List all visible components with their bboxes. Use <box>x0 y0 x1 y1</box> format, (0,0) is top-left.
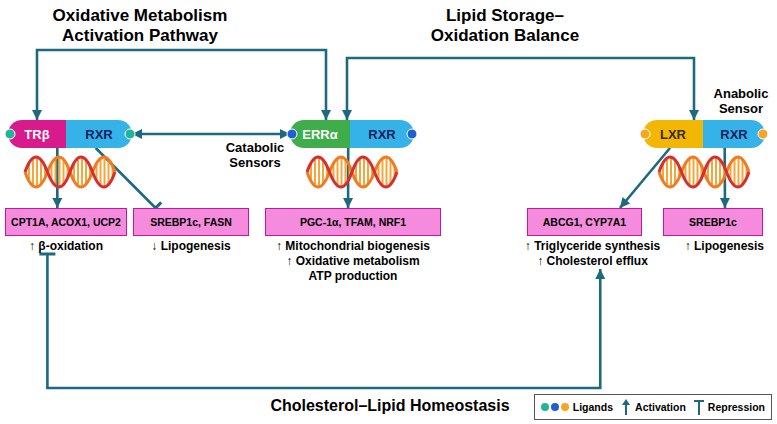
legend-box: Ligands Activation Repression <box>534 394 772 420</box>
gene-box: SREBP1c <box>663 208 763 236</box>
legend-arrow <box>621 399 631 415</box>
receptor-name: RXR <box>85 127 112 142</box>
gene-names: PGC-1α, TFAM, NRF1 <box>300 216 406 228</box>
dna-helix <box>659 157 749 187</box>
partner-pill: RXR <box>703 120 765 148</box>
receptor-name: RXR <box>368 127 395 142</box>
effect-text: ↑ Mitochondrial biogenesis <box>258 239 448 254</box>
effect-text: ↑ Cholesterol efflux <box>515 254 670 269</box>
receptor-pill: ERRα <box>290 120 350 148</box>
connector-line <box>56 148 59 208</box>
gene-names: SREBP1c <box>689 216 737 228</box>
ligand-dot <box>551 403 559 411</box>
connector-line <box>347 58 694 120</box>
arrow-head <box>32 110 42 120</box>
effect-text: ↑ β-oxidation <box>4 239 128 254</box>
ligand-dot <box>561 403 569 411</box>
arrow-head <box>132 129 142 139</box>
effect-text: ↑ Oxidative metabolism <box>258 254 448 269</box>
connector <box>343 148 353 208</box>
connector-line <box>132 133 290 136</box>
legend-text: Activation <box>635 401 686 413</box>
gene-names: CPT1A, ACOX1, UCP2 <box>11 216 121 228</box>
arrow-head <box>343 198 353 208</box>
connector <box>39 254 605 388</box>
connector-line <box>47 254 600 388</box>
gene-box: ABCG1, CYP7A1 <box>527 208 642 236</box>
effect-text: ↑ Lipogenesis <box>660 239 766 254</box>
edge-label: Catabolic Sensors <box>220 140 290 170</box>
receptor-name: TRβ <box>24 127 49 142</box>
arrow-head <box>52 198 62 208</box>
connector-line <box>347 148 350 208</box>
receptor-name: RXR <box>720 127 747 142</box>
gene-node: ABCG1, CYP7A1 ↑ Triglyceride synthesis↑ C… <box>515 208 670 269</box>
gene-box: PGC-1α, TFAM, NRF1 <box>265 208 441 236</box>
sensor-label: Anabolic Sensor <box>708 86 774 116</box>
legend-dots <box>541 402 569 412</box>
legend-text: Ligands <box>573 401 613 413</box>
dna-helix <box>25 157 115 187</box>
arrow-head <box>689 110 699 120</box>
bar-cap <box>694 400 704 402</box>
connector <box>32 50 331 120</box>
gene-node: SREBP1c, FASN ↓ Lipogenesis <box>132 208 250 254</box>
partner-pill: RXR <box>66 120 132 148</box>
gene-node: CPT1A, ACOX1, UCP2 ↑ β-oxidation <box>4 208 128 254</box>
connector <box>620 148 670 208</box>
connector <box>96 148 162 214</box>
edge-label: Oxidative Metabolism Activation Pathway <box>15 6 265 46</box>
gene-box: CPT1A, ACOX1, UCP2 <box>5 208 127 236</box>
bar-shaft <box>698 401 700 415</box>
arrow-shaft <box>625 404 627 415</box>
gene-names: SREBP1c, FASN <box>150 216 232 228</box>
connector-line <box>96 148 156 208</box>
arrow-head <box>342 110 352 120</box>
connector <box>720 148 730 208</box>
legend-bar <box>694 399 704 415</box>
gene-node: SREBP1c ↑ Lipogenesis <box>660 208 766 254</box>
dna-helix <box>307 157 397 187</box>
arrow-head <box>595 269 605 279</box>
arrow-head <box>280 129 290 139</box>
arrow-head <box>620 197 630 208</box>
edge-label: Lipid Storage–Oxidation Balance <box>420 6 590 46</box>
legend-text: Repression <box>708 401 765 413</box>
effect-text: ↑ Triglyceride synthesis <box>515 239 670 254</box>
receptor-pill: LXR <box>643 120 703 148</box>
connector <box>132 129 290 139</box>
arrow-head <box>321 110 331 120</box>
gene-node: PGC-1α, TFAM, NRF1 ↑ Mitochondrial biogen… <box>258 208 448 284</box>
connector-line <box>723 148 726 208</box>
receptor-pill: TRβ <box>8 120 66 148</box>
partner-pill: RXR <box>350 120 414 148</box>
gene-names: ABCG1, CYP7A1 <box>543 216 626 228</box>
ligand-dot <box>541 403 549 411</box>
connector-line <box>37 50 326 120</box>
arrow-head <box>720 198 730 208</box>
effect-text: ↓ Lipogenesis <box>132 239 250 254</box>
effect-text: ATP production <box>258 269 448 284</box>
edge-label: Cholesterol–Lipid Homeostasis <box>240 396 540 415</box>
connector <box>52 148 62 208</box>
gene-box: SREBP1c, FASN <box>133 208 249 236</box>
receptor-name: ERRα <box>302 127 337 142</box>
connector <box>342 58 699 120</box>
arrow-head <box>622 399 630 405</box>
receptor-name: LXR <box>660 127 686 142</box>
connector-line <box>620 148 670 208</box>
